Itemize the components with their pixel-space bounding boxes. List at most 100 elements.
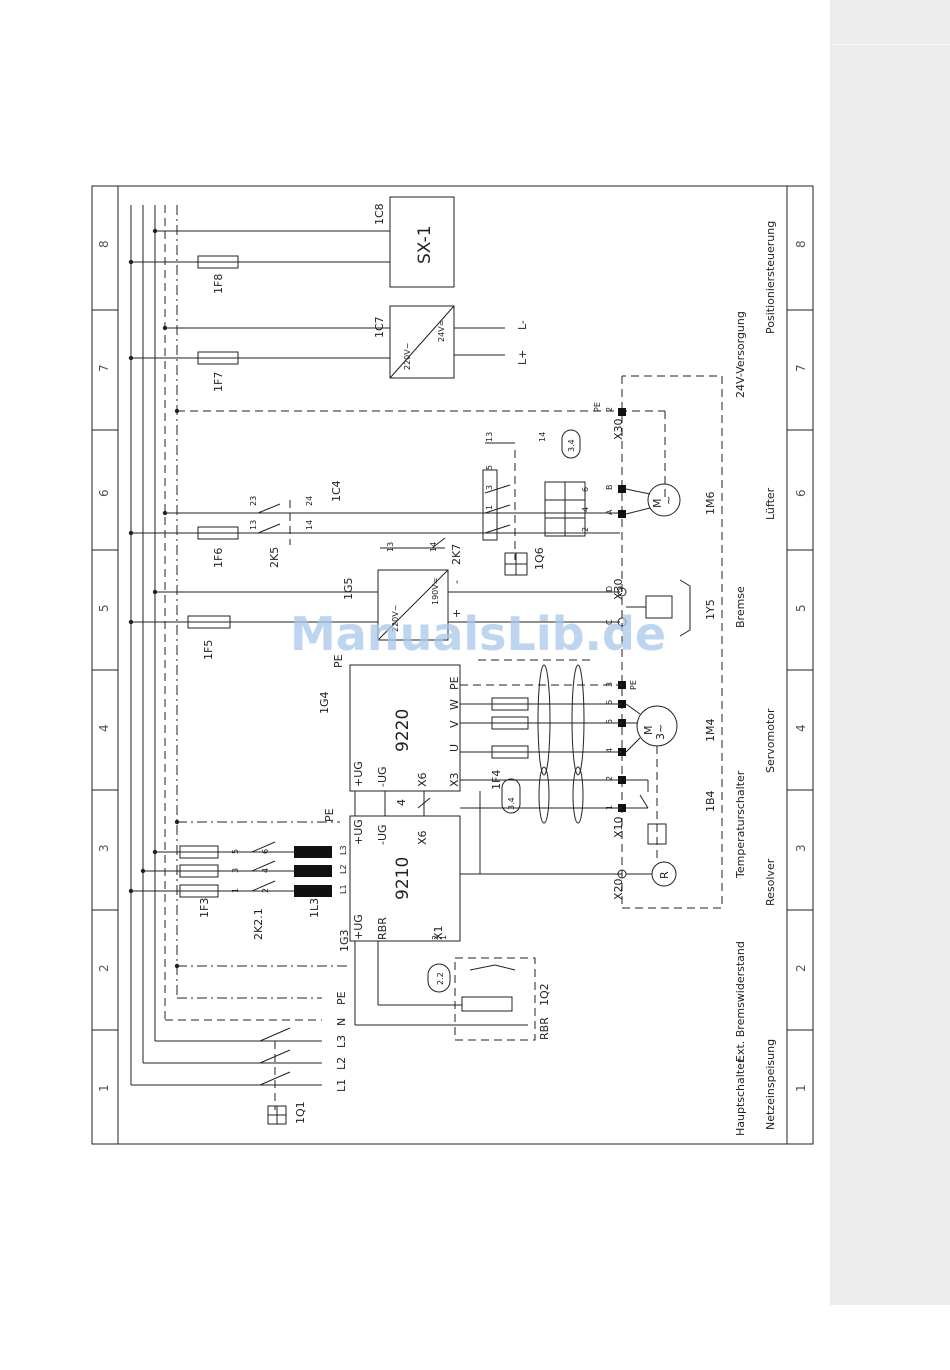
label-1g5: 1G5 <box>342 577 355 600</box>
label-2k2-1: 2K2.1 <box>252 908 265 940</box>
svg-text:A: A <box>605 509 614 515</box>
svg-text:6: 6 <box>605 700 614 705</box>
svg-text:X3: X3 <box>448 772 461 787</box>
svg-text:1: 1 <box>605 805 614 810</box>
svg-text:PE: PE <box>593 402 602 412</box>
section-number-2-right: 2 <box>794 964 808 972</box>
svg-text:X6: X6 <box>416 772 429 787</box>
title-24v-versorgung: 24V-Versorgung <box>734 311 747 398</box>
svg-text:3: 3 <box>231 868 240 873</box>
label-1f6: 1F6 <box>212 548 225 568</box>
main-switch-1q1: 1Q1 L1 L2 L3 N PE <box>259 991 348 1125</box>
supply-24v: 1F7 220V~ 24V= 1C7 L+ L- <box>131 305 529 392</box>
title-netzeinspeisung: Netzeinspeisung <box>764 1039 777 1130</box>
svg-text:220V~: 220V~ <box>403 343 412 370</box>
brake-supply: 1F5 220V~ 190V= 1G5 + - 13 14 2K7 <box>131 537 620 660</box>
label-1f7: 1F7 <box>212 372 225 392</box>
label-1b4: 1B4 <box>704 790 717 812</box>
section-titles: Netzeinspeisung Hauptschalter Ext. Brems… <box>734 221 777 1136</box>
section-number-6: 6 <box>97 489 111 497</box>
section-number-7-right: 7 <box>794 364 808 372</box>
section-ticks <box>92 309 813 1031</box>
fan-motor-1m6: M ~ 1M6 <box>625 483 717 517</box>
section-number-6-right: 6 <box>794 489 808 497</box>
svg-text:24V=: 24V= <box>437 320 446 342</box>
section-number-1: 1 <box>97 1084 111 1092</box>
svg-text:24: 24 <box>305 496 314 506</box>
fuse-block-1f3: 1F3 1 2 3 4 5 6 2K2.1 1L3 L1 L2 L3 <box>131 841 348 940</box>
section-number-3-right: 3 <box>794 844 808 852</box>
svg-text:L3: L3 <box>339 845 348 855</box>
label-l2: L2 <box>335 1057 348 1070</box>
label-pe: PE <box>335 991 348 1005</box>
svg-text:3~: 3~ <box>654 724 667 740</box>
label-l1: L1 <box>335 1079 348 1092</box>
label-1c8: 1C8 <box>373 203 386 225</box>
svg-text:L2: L2 <box>339 864 348 874</box>
svg-text:2: 2 <box>605 407 614 412</box>
ref-3-4-temp: 3.4 <box>507 797 516 810</box>
svg-text:2: 2 <box>431 935 440 940</box>
svg-text:RBR: RBR <box>376 917 389 940</box>
label-1c4: 1C4 <box>330 480 343 502</box>
svg-text:V: V <box>448 720 461 728</box>
brake-resistor-block: RBR 1Q2 2.2 <box>354 941 551 1041</box>
label-1f5: 1F5 <box>202 640 215 660</box>
svg-text:13: 13 <box>386 542 395 552</box>
svg-text:D: D <box>605 586 614 592</box>
svg-text:-UG: -UG <box>376 824 389 845</box>
svg-text:4: 4 <box>261 868 270 873</box>
unit-9210: 9210 1G3 +UG +UG -UG X6 RBR X1 2 1 PE 4 <box>323 799 461 952</box>
svg-text:1: 1 <box>485 505 494 510</box>
svg-text:X6: X6 <box>416 830 429 845</box>
svg-text:13: 13 <box>249 520 258 530</box>
label-1f8: 1F8 <box>212 274 225 294</box>
section-numbers-left: 1 2 3 4 5 6 7 8 <box>97 240 111 1092</box>
svg-text:23: 23 <box>249 496 258 506</box>
svg-text:1: 1 <box>231 888 240 893</box>
svg-text:-UG: -UG <box>376 766 389 787</box>
svg-text:5: 5 <box>605 719 614 724</box>
choke-coil-l1 <box>294 885 332 897</box>
label-1c7: 1C7 <box>373 316 386 338</box>
temp-switch-1b4: 1B4 <box>626 779 717 845</box>
svg-text:4: 4 <box>581 507 590 512</box>
title-luefter: Lüfter <box>764 487 777 520</box>
svg-text:X1: X1 <box>432 925 445 940</box>
servo-motor-1m4: M 3~ 1M4 <box>625 703 717 860</box>
section-number-2: 2 <box>97 964 111 972</box>
bus-lines <box>128 205 322 1086</box>
svg-text:220V~: 220V~ <box>391 605 400 632</box>
label-1m4: 1M4 <box>704 719 717 743</box>
diagram-frame <box>91 185 814 1145</box>
section-number-4-right: 4 <box>794 724 808 732</box>
svg-text:2: 2 <box>605 776 614 781</box>
wiring-diagram: 1 2 3 4 5 6 7 8 1 2 3 4 5 6 7 8 Netzeins… <box>91 185 814 1145</box>
label-1q1: 1Q1 <box>294 1101 307 1124</box>
svg-text:6: 6 <box>581 487 590 492</box>
label-1q6: 1Q6 <box>533 547 546 570</box>
title-ext-bremswiderstand: Ext. Bremswiderstand <box>734 941 747 1062</box>
svg-text:3: 3 <box>485 485 494 490</box>
ref-2-2: 2.2 <box>436 972 445 985</box>
svg-text:PE: PE <box>629 680 638 690</box>
svg-text:+UG: +UG <box>352 914 365 940</box>
svg-text:+UG: +UG <box>352 819 365 845</box>
svg-text:3: 3 <box>605 682 614 687</box>
ref-3-4-fan: 3.4 <box>567 439 576 452</box>
svg-text:PE: PE <box>448 676 461 690</box>
choke-coil-l2 <box>294 865 332 877</box>
title-servomotor: Servomotor <box>764 708 777 773</box>
svg-text:6: 6 <box>261 849 270 854</box>
page-sidebar <box>830 0 950 1305</box>
label-1f3: 1F3 <box>198 898 211 918</box>
label-1y5: 1Y5 <box>704 599 717 620</box>
svg-text:U: U <box>448 744 461 752</box>
label-1l3: 1L3 <box>308 898 321 918</box>
svg-text:4: 4 <box>605 748 614 753</box>
section-number-5: 5 <box>97 604 111 612</box>
svg-text:R: R <box>658 871 671 879</box>
label-l3: L3 <box>335 1035 348 1048</box>
title-temperaturschalter: Temperaturschalter <box>734 770 747 879</box>
svg-text:2: 2 <box>581 527 590 532</box>
